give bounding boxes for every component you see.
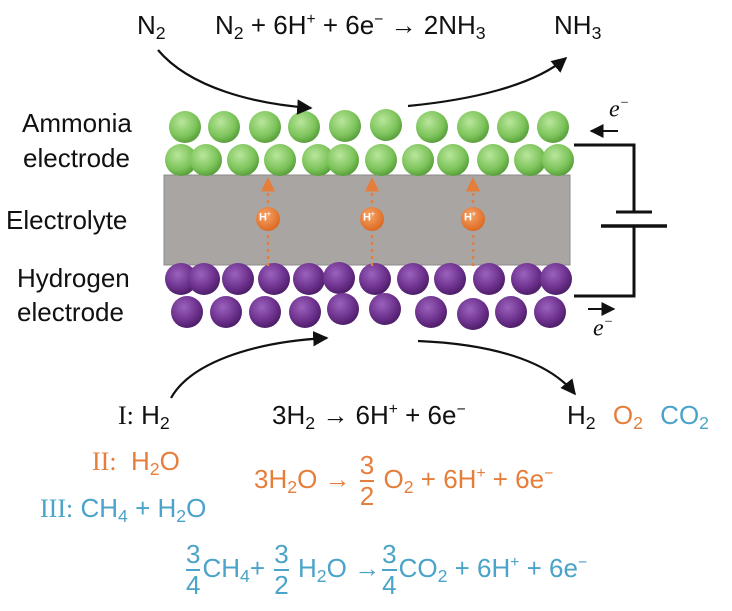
product-o2: O2	[612, 400, 643, 433]
ammonia-electrode-label-line2: electrode	[23, 143, 130, 173]
product-co2: CO2	[660, 400, 710, 433]
electrolyte-label: Electrolyte	[6, 205, 128, 235]
electron-label-top: e−	[609, 95, 630, 123]
proton-markers	[256, 207, 485, 231]
n2-inflow-arrow	[157, 49, 313, 115]
hydrogen-electrode-label-line1: Hydrogen	[17, 263, 130, 293]
ammonia-electrode-label-line1: Ammonia	[22, 108, 132, 138]
products-list: H2 O2 CO2	[567, 400, 709, 434]
electron-label-bottom: e−	[593, 314, 614, 342]
products-outflow-arrow	[417, 339, 576, 396]
product-h2: H2	[567, 400, 596, 433]
nh3-product-label: NH3	[554, 10, 602, 43]
h2-inflow-arrow	[170, 331, 329, 399]
proton-label-3: H+	[464, 211, 476, 224]
proton-label-1: H+	[259, 211, 271, 224]
ammonia-synthesis-reaction: N2 + 6H+ + 6e− → 2NH3	[215, 10, 486, 43]
feed-ii-label: II: H2O	[92, 446, 180, 479]
hydrogen-electrode-label-line2: electrode	[17, 297, 124, 327]
proton-label-2: H+	[363, 211, 375, 224]
hydrogen-oxidation-reaction: 3H2 → 6H+ + 6e−	[272, 400, 466, 433]
n2-feed-label: N2	[137, 10, 166, 43]
external-circuit	[574, 143, 667, 298]
hydrogen-electrode-particles	[165, 262, 572, 330]
nh3-outflow-arrow	[407, 57, 568, 108]
ammonia-electrode-particles	[165, 109, 574, 176]
feed-i-label: I: H2	[118, 400, 170, 433]
feed-iii-label: III: CH4 + H2O	[40, 493, 207, 526]
